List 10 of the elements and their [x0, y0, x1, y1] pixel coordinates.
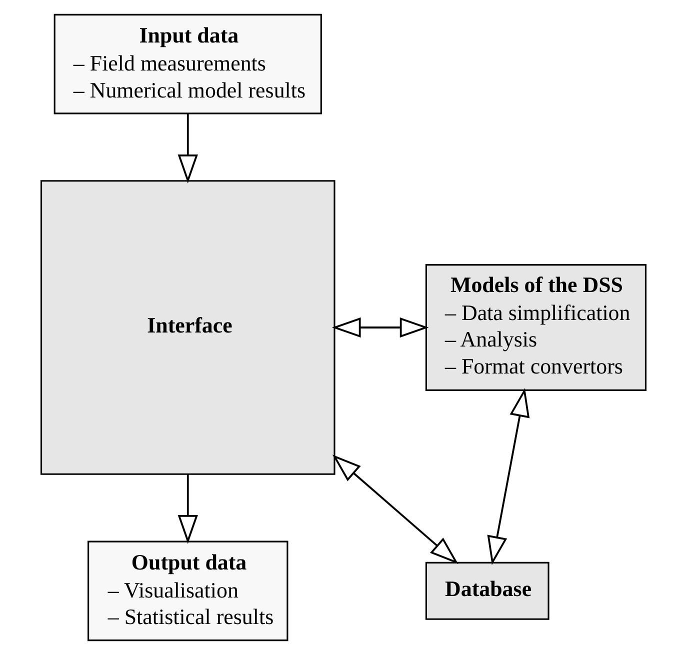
node-box: Interface	[40, 180, 336, 475]
node-box: Models of the DSS – Data simplification – Analysis – Format convertors	[425, 264, 647, 391]
arrow	[178, 114, 198, 184]
arrow	[487, 388, 530, 565]
arrow	[178, 474, 198, 544]
arrow	[332, 317, 429, 338]
node-box: Output data – Visualisation – Statistical results	[88, 540, 288, 642]
node-box: Input data – Field measurements – Numerical model results	[54, 14, 322, 114]
arrow	[332, 454, 458, 564]
node-box: Database	[425, 562, 550, 620]
